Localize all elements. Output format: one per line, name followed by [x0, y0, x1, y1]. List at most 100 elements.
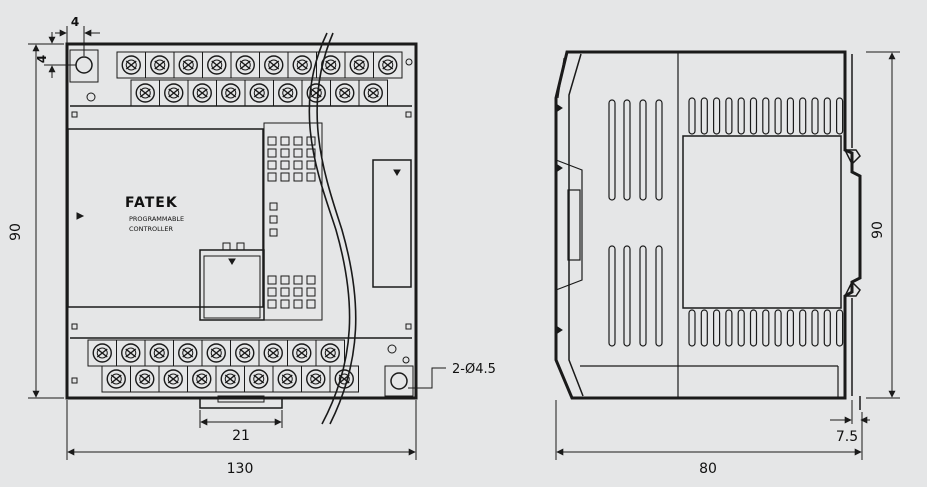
dim-offset-y-value: 4: [35, 55, 49, 63]
vent-slot: [655, 245, 663, 347]
small-hole-bottom-icon: [387, 344, 397, 354]
vent-slot: [774, 97, 782, 135]
led-indicator: [267, 172, 277, 182]
product-label-line2: CONTROLLER: [129, 225, 173, 233]
terminal-screw-icon: [292, 55, 312, 75]
dim-offset-x-value: 4: [71, 15, 79, 29]
terminal-slot: [339, 88, 351, 98]
terminal-slot: [296, 348, 308, 358]
terminal-slot: [310, 374, 322, 384]
vent-slot: [786, 97, 795, 135]
small-hole-top-right-icon: [405, 58, 413, 66]
dim-sideheight-value: 90: [870, 221, 886, 239]
terminal-screw-icon: [220, 369, 240, 389]
vent-slot: [700, 309, 708, 347]
terminal-screw-icon: [249, 369, 269, 389]
rail-notch-top: [843, 149, 861, 166]
terminal-slot: [296, 60, 308, 70]
terminal-screw-inner: [182, 59, 194, 71]
terminal-screw-inner: [125, 59, 137, 71]
side-front-bevel: [568, 53, 584, 397]
led-grid-top: [267, 136, 316, 182]
terminal-screw-inner: [154, 59, 166, 71]
expansion-arrow-icon: [393, 169, 401, 176]
terminal-screw-icon: [163, 369, 183, 389]
terminal-slot: [211, 60, 223, 70]
dim-depth-value: 80: [699, 461, 717, 477]
small-square-bottom-left2: [71, 377, 78, 384]
terminal-screw-inner: [153, 347, 165, 359]
terminal-slot: [125, 348, 137, 358]
terminal-screw-icon: [264, 55, 284, 75]
mount-hole-bottom-icon: [390, 372, 408, 390]
terminal-screw-icon: [135, 83, 155, 103]
led-indicator: [293, 172, 303, 182]
terminal-screw-inner: [239, 347, 251, 359]
front-latch-outer: [555, 159, 583, 291]
led-indicator: [293, 287, 303, 297]
terminal-screw-inner: [310, 87, 322, 99]
led-indicator: [306, 287, 316, 297]
vent-slot: [608, 99, 616, 201]
vent-slot: [639, 245, 647, 347]
terminal-screw-inner: [253, 87, 265, 99]
brand-label: FATEK: [125, 195, 178, 211]
terminal-screw-inner: [282, 87, 294, 99]
terminal-screw-icon: [292, 343, 312, 363]
terminal-screw-inner: [239, 59, 251, 71]
vent-slot: [700, 97, 708, 135]
terminal-screw-icon: [178, 343, 198, 363]
terminal-slot: [182, 60, 194, 70]
terminal-slot: [110, 374, 122, 384]
expansion-cover: [372, 159, 412, 288]
vent-slot: [623, 99, 631, 201]
terminal-slot: [225, 88, 237, 98]
terminal-slot: [139, 88, 151, 98]
vent-slot: [749, 97, 758, 135]
terminal-screw-inner: [196, 373, 208, 385]
side-front-bevel-inner: [557, 57, 565, 99]
dim-width-value: 130: [227, 461, 254, 477]
terminal-screw-inner: [253, 373, 265, 385]
front-dimensions: [28, 26, 446, 460]
terminal-slot: [196, 88, 208, 98]
terminal-slot: [268, 60, 280, 70]
terminal-screw-icon: [363, 83, 383, 103]
vent-slot: [762, 309, 770, 347]
led-indicator: [267, 148, 277, 158]
terminal-screw-icon: [249, 83, 269, 103]
front-view: [65, 32, 418, 425]
product-label-line1: PROGRAMMABLE: [129, 215, 184, 223]
small-hole-top-icon: [86, 92, 96, 102]
terminal-screw-icon: [320, 343, 340, 363]
terminal-block: [358, 79, 388, 107]
terminal-slot: [153, 348, 165, 358]
terminal-screw-inner: [167, 373, 179, 385]
terminal-row-top-1: [116, 51, 403, 79]
vent-slot: [688, 97, 696, 135]
vent-slot: [823, 97, 831, 135]
mount-hole-top-icon: [75, 56, 93, 74]
terminal-screw-inner: [325, 59, 337, 71]
connector-pin-2: [236, 242, 245, 251]
led-indicator: [280, 275, 290, 285]
terminal-screw-icon: [121, 343, 141, 363]
terminal-slot: [367, 88, 379, 98]
terminal-screw-inner: [168, 87, 180, 99]
terminal-screw-icon: [335, 83, 355, 103]
status-led: [269, 215, 278, 224]
terminal-screw-inner: [225, 87, 237, 99]
status-led: [269, 228, 278, 237]
terminal-slot: [139, 374, 151, 384]
dim-clip-value: 21: [232, 428, 250, 444]
terminal-screw-icon: [121, 55, 141, 75]
terminal-screw-icon: [135, 369, 155, 389]
vent-slot: [835, 309, 844, 347]
led-indicator: [306, 148, 316, 158]
vent-slot: [799, 97, 807, 135]
terminal-screw-inner: [296, 347, 308, 359]
led-indicator: [280, 136, 290, 146]
connector-slot: [203, 255, 261, 319]
